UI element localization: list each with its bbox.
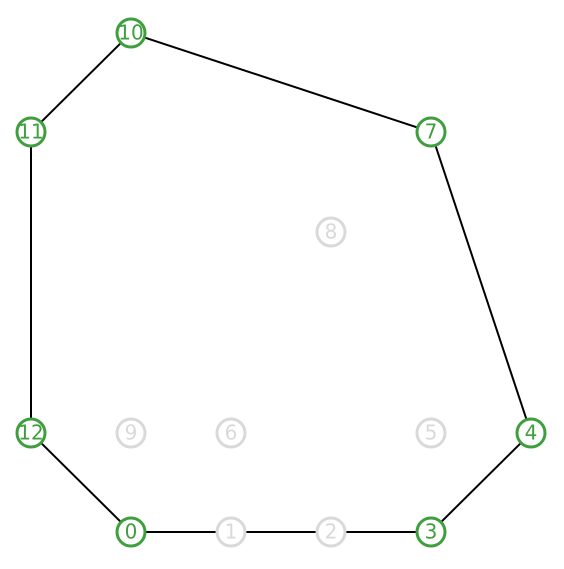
node-10: 10: [115, 17, 147, 49]
node-0: 0: [115, 516, 147, 548]
hull-edge-4-7: [434, 144, 528, 421]
node-label-2: 2: [325, 520, 338, 544]
node-9: 9: [115, 417, 147, 449]
hull-edges: [30, 36, 528, 533]
node-circle-3: [415, 516, 447, 548]
node-circle-10: [115, 17, 147, 49]
node-circle-2: [315, 516, 347, 548]
node-7: 7: [415, 116, 447, 148]
node-circle-6: [215, 417, 247, 449]
node-12: 12: [15, 417, 47, 449]
node-label-5: 5: [425, 421, 438, 445]
node-6: 6: [215, 417, 247, 449]
node-label-3: 3: [425, 520, 438, 544]
node-3: 3: [415, 516, 447, 548]
node-circle-7: [415, 116, 447, 148]
node-label-1: 1: [225, 520, 238, 544]
node-1: 1: [215, 516, 247, 548]
node-11: 11: [15, 116, 47, 148]
node-label-6: 6: [225, 421, 238, 445]
node-circle-11: [15, 116, 47, 148]
node-label-8: 8: [325, 220, 338, 244]
hull-edge-7-10: [143, 36, 419, 129]
hull-edge-12-0: [40, 442, 122, 523]
node-2: 2: [315, 516, 347, 548]
node-label-7: 7: [425, 120, 438, 144]
hull-edge-3-4: [440, 442, 522, 523]
node-circle-12: [15, 417, 47, 449]
node-circle-0: [115, 516, 147, 548]
hull-edge-10-11: [40, 42, 122, 123]
node-label-4: 4: [525, 421, 538, 445]
node-label-0: 0: [125, 520, 138, 544]
node-8: 8: [315, 216, 347, 248]
node-circle-1: [215, 516, 247, 548]
node-circle-4: [515, 417, 547, 449]
node-circle-9: [115, 417, 147, 449]
node-4: 4: [515, 417, 547, 449]
node-label-9: 9: [125, 421, 138, 445]
node-label-10: 10: [118, 21, 143, 45]
node-5: 5: [415, 417, 447, 449]
node-circle-5: [415, 417, 447, 449]
node-circle-8: [315, 216, 347, 248]
node-label-12: 12: [18, 421, 43, 445]
node-label-11: 11: [18, 120, 43, 144]
